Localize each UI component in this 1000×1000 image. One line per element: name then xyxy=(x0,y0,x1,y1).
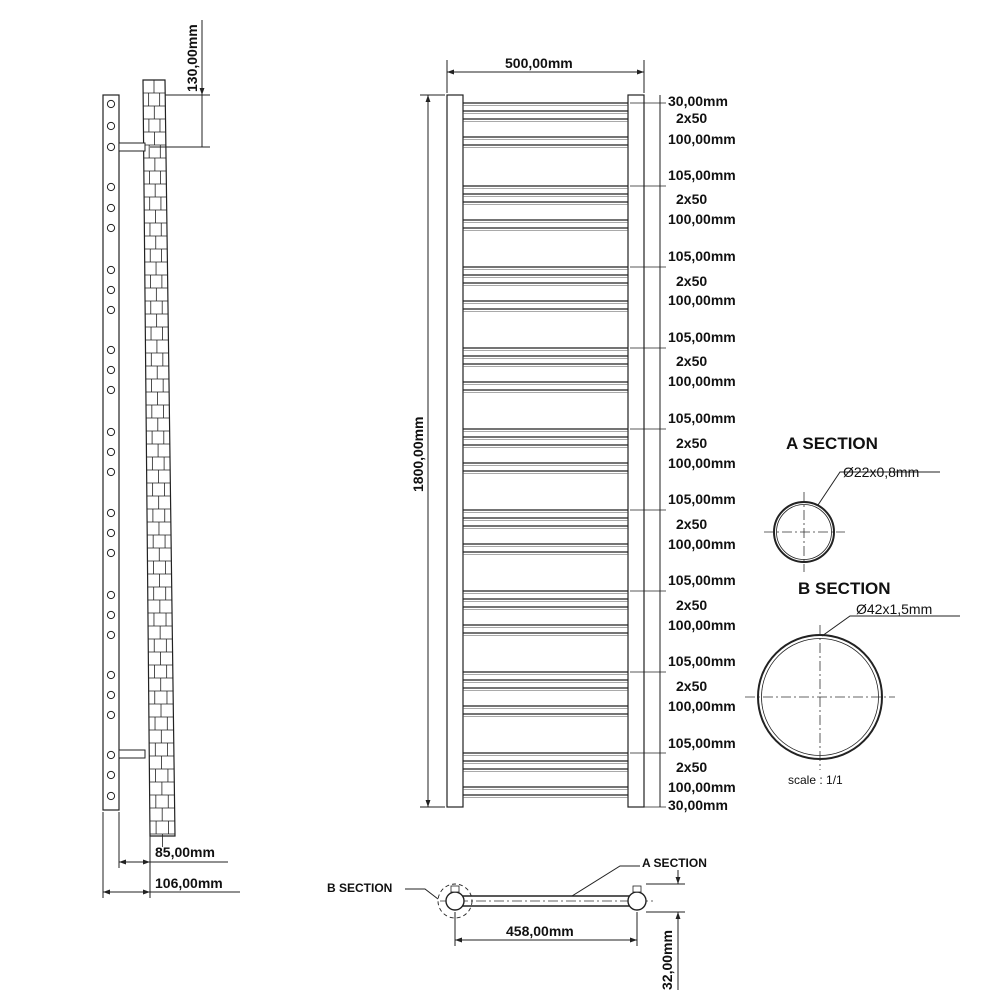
rail-hole xyxy=(106,690,116,700)
spacing-label: 100,00mm xyxy=(668,536,736,552)
dim-height-label: 1800,00mm xyxy=(410,416,426,492)
rail-hole xyxy=(106,99,116,109)
scale-label: scale : 1/1 xyxy=(788,773,843,787)
wall-bracket-bottom xyxy=(118,749,146,759)
wall-outline xyxy=(142,79,176,837)
horizontal-bars xyxy=(463,102,628,798)
rail-hole xyxy=(106,590,116,600)
rail-hole xyxy=(106,630,116,640)
dim-85-label: 85,00mm xyxy=(155,844,215,860)
wall-bracket-top xyxy=(118,142,146,152)
right-collector xyxy=(627,94,645,808)
rail-hole xyxy=(106,345,116,355)
spacing-label: 2x50 xyxy=(676,678,707,694)
spacing-label: 105,00mm xyxy=(668,410,736,426)
spacing-label: 100,00mm xyxy=(668,698,736,714)
spacing-label: 2x50 xyxy=(676,435,707,451)
section-a-title: A SECTION xyxy=(786,434,878,453)
spacing-label: 105,00mm xyxy=(668,653,736,669)
section-a: A SECTION Ø22x0,8mm xyxy=(764,434,940,572)
spacing-label: 2x50 xyxy=(676,597,707,613)
spacing-label: 2x50 xyxy=(676,191,707,207)
spacing-label: 2x50 xyxy=(676,273,707,289)
dim-height: 1800,00mm xyxy=(410,94,445,808)
rail-hole xyxy=(106,528,116,538)
spacing-label: 30,00mm xyxy=(668,93,728,109)
section-a-dim: Ø22x0,8mm xyxy=(843,464,919,480)
spacing-label: 100,00mm xyxy=(668,292,736,308)
dim-130: 130,00mm xyxy=(150,20,210,148)
spacing-label: 2x50 xyxy=(676,516,707,532)
dim-width: 500,00mm xyxy=(446,55,645,93)
rail-hole xyxy=(106,427,116,437)
section-b: B SECTION Ø42x1,5mm scale : 1/1 xyxy=(745,579,960,787)
spacing-label: 30,00mm xyxy=(668,797,728,813)
rail-hole xyxy=(106,610,116,620)
spacing-label: 2x50 xyxy=(676,353,707,369)
b-section-callout xyxy=(437,883,473,919)
spacing-label: 105,00mm xyxy=(668,491,736,507)
spacing-label: 2x50 xyxy=(676,759,707,775)
dim-32-label: 32,00mm xyxy=(659,930,675,990)
spacing-label: 2x50 xyxy=(676,110,707,126)
spacing-label: 105,00mm xyxy=(668,735,736,751)
top-a-label: A SECTION xyxy=(642,856,707,870)
spacing-label: 100,00mm xyxy=(668,779,736,795)
spacing-label: 105,00mm xyxy=(668,167,736,183)
rail-hole xyxy=(106,508,116,518)
rail-hole xyxy=(106,710,116,720)
side-view: 130,00mm 85,00mm 106,00mm xyxy=(102,20,240,898)
spacing-dimensions: 30,00mm2x50100,00mm105,00mm2x50100,00mm1… xyxy=(630,93,736,813)
rail-hole xyxy=(106,447,116,457)
spacing-label: 105,00mm xyxy=(668,329,736,345)
top-right-collector xyxy=(627,891,647,911)
rail-hole xyxy=(106,203,116,213)
rail-hole xyxy=(106,142,116,152)
spacing-label: 100,00mm xyxy=(668,617,736,633)
spacing-label: 105,00mm xyxy=(668,572,736,588)
rail-hole xyxy=(106,548,116,558)
front-view: 500,00mm 1800,00mm 30,00mm2x50100,00mm10… xyxy=(410,55,736,813)
rail-hole xyxy=(106,305,116,315)
wall-bricks xyxy=(142,79,176,847)
section-b-dim: Ø42x1,5mm xyxy=(856,601,932,617)
rail-hole xyxy=(106,770,116,780)
section-b-title: B SECTION xyxy=(798,579,891,598)
rail-hole xyxy=(106,385,116,395)
spacing-label: 100,00mm xyxy=(668,455,736,471)
spacing-label: 105,00mm xyxy=(668,248,736,264)
rail-hole xyxy=(106,182,116,192)
left-collector xyxy=(446,94,464,808)
rail-hole xyxy=(106,365,116,375)
rail-holes xyxy=(106,99,116,801)
dim-106-label: 106,00mm xyxy=(155,875,223,891)
spacing-ticks xyxy=(630,102,666,808)
dim-458-label: 458,00mm xyxy=(506,923,574,939)
rail-hole xyxy=(106,791,116,801)
top-view: B SECTION A SECTION 458,00mm 32,00mm xyxy=(327,856,707,990)
rail-hole xyxy=(106,467,116,477)
brick-rows xyxy=(143,79,175,847)
rail-hole xyxy=(106,121,116,131)
spacing-label: 100,00mm xyxy=(668,131,736,147)
rail-hole xyxy=(106,223,116,233)
top-left-collector xyxy=(445,891,465,911)
dim-wall: 85,00mm 106,00mm xyxy=(102,812,240,898)
rail-hole xyxy=(106,750,116,760)
rail-hole xyxy=(106,670,116,680)
top-b-label: B SECTION xyxy=(327,881,392,895)
spacing-label: 100,00mm xyxy=(668,211,736,227)
dim-130-label: 130,00mm xyxy=(184,24,200,92)
dim-width-label: 500,00mm xyxy=(505,55,573,71)
spacing-label: 100,00mm xyxy=(668,373,736,389)
spacing-labels: 30,00mm2x50100,00mm105,00mm2x50100,00mm1… xyxy=(668,93,736,813)
rail-hole xyxy=(106,285,116,295)
rail-hole xyxy=(106,265,116,275)
